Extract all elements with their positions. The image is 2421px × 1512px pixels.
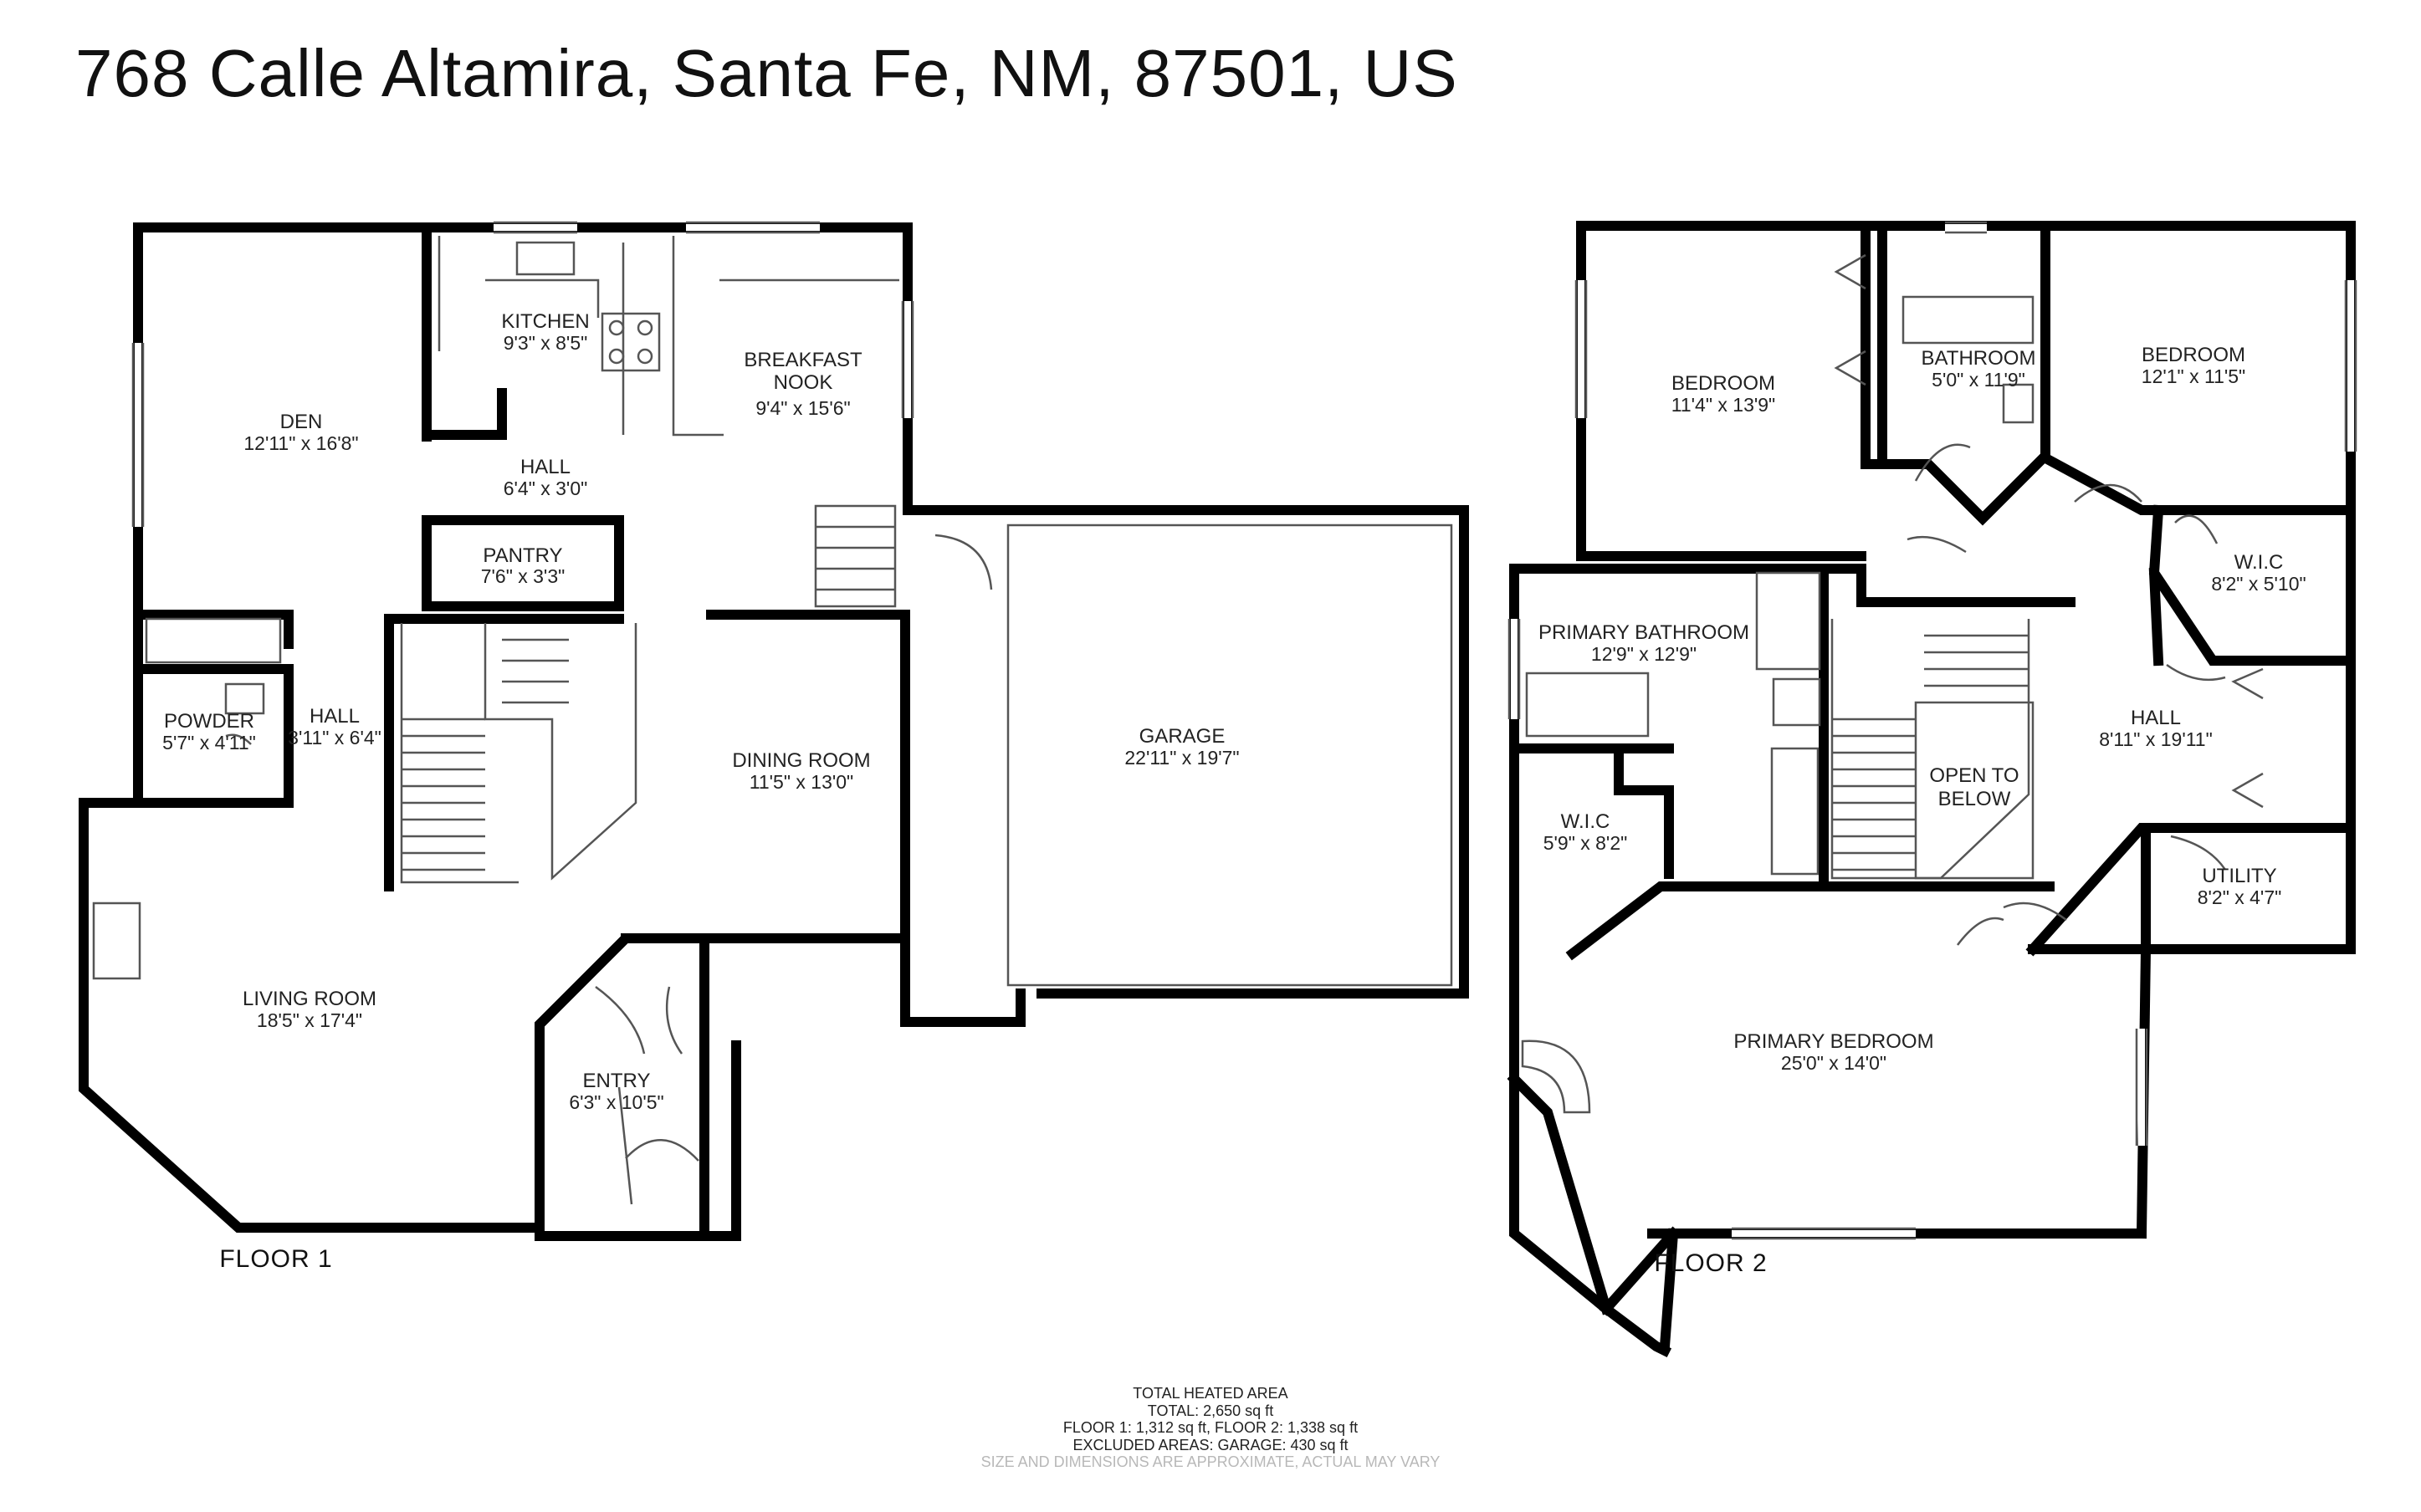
floor-2-plan: BEDROOM 11'4" x 13'9" BATHROOM 5'0" x 11…: [1507, 221, 2357, 1358]
room-living-room-dims: 18'5" x 17'4": [257, 1009, 362, 1031]
room-primary-bathroom-name: PRIMARY BATHROOM: [1538, 621, 1749, 644]
summary-heading: TOTAL HEATED AREA: [1133, 1385, 1288, 1402]
room-hall-upper-name: HALL: [520, 456, 571, 478]
floor-1-labels: DEN 12'11" x 16'8" KITCHEN 9'3" x 8'5" B…: [162, 310, 1239, 1273]
floor-2-labels: BEDROOM 11'4" x 13'9" BATHROOM 5'0" x 11…: [1538, 344, 2306, 1277]
floor-1-walls: [79, 222, 1469, 1241]
room-pantry-name: PANTRY: [483, 544, 562, 567]
room-powder-dims: 5'7" x 4'11": [162, 732, 256, 753]
room-dining-room-name: DINING ROOM: [732, 749, 870, 772]
floor-1-label: FLOOR 1: [219, 1245, 332, 1273]
room-utility-name: UTILITY: [2202, 865, 2276, 887]
room-utility-dims: 8'2" x 4'7": [2198, 886, 2282, 908]
room-primary-bathroom-dims: 12'9" x 12'9": [1591, 643, 1697, 665]
room-bedroom-right-name: BEDROOM: [2142, 344, 2245, 366]
room-bedroom-left-name: BEDROOM: [1671, 372, 1775, 395]
room-bedroom-right-dims: 12'1" x 11'5": [2142, 365, 2245, 387]
room-den-name: DEN: [280, 411, 323, 433]
room-den-dims: 12'11" x 16'8": [243, 432, 358, 454]
room-primary-bedroom-name: PRIMARY BEDROOM: [1733, 1030, 1933, 1053]
floor-1-plan: DEN 12'11" x 16'8" KITCHEN 9'3" x 8'5" B…: [79, 221, 1469, 1273]
room-entry-name: ENTRY: [583, 1070, 651, 1092]
floor-2-walls: [1507, 221, 2356, 1358]
room-bedroom-left-dims: 11'4" x 13'9": [1671, 394, 1775, 416]
room-pantry-dims: 7'6" x 3'3": [481, 565, 566, 587]
room-kitchen-dims: 9'3" x 8'5": [504, 332, 588, 354]
floor-1-details: [92, 221, 1453, 1205]
room-primary-bedroom-dims: 25'0" x 14'0": [1781, 1052, 1886, 1074]
room-breakfast-nook-dims: 9'4" x 15'6": [755, 397, 850, 419]
room-hall-name: HALL: [2131, 707, 2181, 729]
room-hall-lower-dims: 3'11" x 6'4": [288, 727, 381, 748]
room-entry-dims: 6'3" x 10'5": [569, 1091, 663, 1113]
room-hall-dims: 8'11" x 19'11": [2099, 728, 2213, 750]
floor-2-details: [1507, 221, 2357, 1240]
room-kitchen-name: KITCHEN: [501, 310, 589, 333]
room-wic-left-name: W.I.C: [1561, 810, 1610, 833]
property-address: 768 Calle Altamira, Santa Fe, NM, 87501,…: [75, 36, 1458, 110]
room-wic-left-dims: 5'9" x 8'2": [1543, 832, 1628, 854]
floor-2-label: FLOOR 2: [1654, 1249, 1767, 1277]
room-hall-lower-name: HALL: [310, 705, 360, 728]
room-garage-dims: 22'11" x 19'7": [1124, 747, 1239, 769]
summary-excluded: EXCLUDED AREAS: GARAGE: 430 sq ft: [1072, 1436, 1349, 1453]
room-wic-right-dims: 8'2" x 5'10": [2211, 573, 2306, 595]
room-wic-right-name: W.I.C: [2234, 551, 2284, 574]
room-bathroom-name: BATHROOM: [1922, 347, 2036, 370]
summary-floors: FLOOR 1: 1,312 sq ft, FLOOR 2: 1,338 sq …: [1062, 1419, 1359, 1436]
area-summary: TOTAL HEATED AREA TOTAL: 2,650 sq ft FLO…: [960, 1385, 1461, 1471]
room-dining-room-dims: 11'5" x 13'0": [750, 771, 853, 793]
room-garage-name: GARAGE: [1139, 725, 1226, 748]
room-bathroom-dims: 5'0" x 11'9": [1932, 369, 2025, 391]
summary-disclaimer: SIZE AND DIMENSIONS ARE APPROXIMATE, ACT…: [980, 1453, 1441, 1470]
room-powder-name: POWDER: [164, 710, 254, 733]
room-living-room-name: LIVING ROOM: [243, 988, 376, 1010]
room-hall-upper-dims: 6'4" x 3'0": [504, 478, 588, 499]
summary-total: TOTAL: 2,650 sq ft: [1147, 1402, 1274, 1419]
